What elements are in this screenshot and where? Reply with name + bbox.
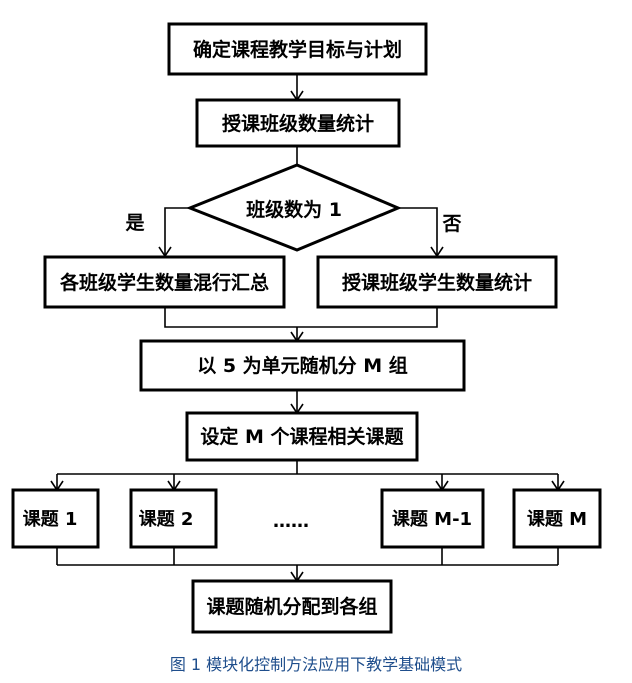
node-count-label: 授课班级数量统计	[222, 112, 374, 135]
node-topic-1	[11, 488, 100, 549]
node-decision	[185, 163, 402, 252]
node-topics-setup	[185, 411, 419, 462]
edge-merge	[164, 307, 438, 328]
node-topic-2-label: 课题 2	[139, 509, 194, 530]
node-goal-label: 确定课程教学目标与计划	[193, 38, 402, 61]
node-left-branch-label: 各班级学生数量混行汇总	[59, 271, 269, 294]
node-right-branch-label: 授课班级学生数量统计	[342, 271, 532, 294]
branch-no-label: 否	[441, 213, 461, 235]
node-decision-label: 班级数为 1	[246, 198, 342, 221]
node-right-branch	[316, 255, 558, 309]
edge-decision-no	[398, 207, 438, 256]
node-topic-m-label: 课题 M	[527, 509, 587, 530]
figure-caption: 图 1 模块化控制方法应用下教学基础模式	[169, 655, 463, 674]
node-topic-2	[129, 488, 218, 549]
node-assign-label: 课题随机分配到各组	[206, 595, 377, 618]
branch-yes-label: 是	[125, 212, 144, 234]
node-topics-setup-label: 设定 M 个课程相关课题	[200, 425, 403, 448]
node-topic-m	[512, 488, 602, 549]
node-left-branch	[43, 255, 286, 309]
node-assign	[191, 579, 393, 634]
topics-ellipsis: ……	[273, 511, 309, 532]
node-grouping-label: 以 5 为单元随机分 M 组	[197, 354, 408, 377]
node-topic-1-label: 课题 1	[23, 509, 78, 530]
node-topic-m1	[380, 488, 485, 549]
edge-decision-yes	[164, 207, 190, 256]
node-count	[195, 98, 401, 148]
node-grouping	[139, 339, 466, 392]
node-goal	[167, 22, 428, 76]
node-topic-m1-label: 课题 M-1	[392, 509, 472, 530]
